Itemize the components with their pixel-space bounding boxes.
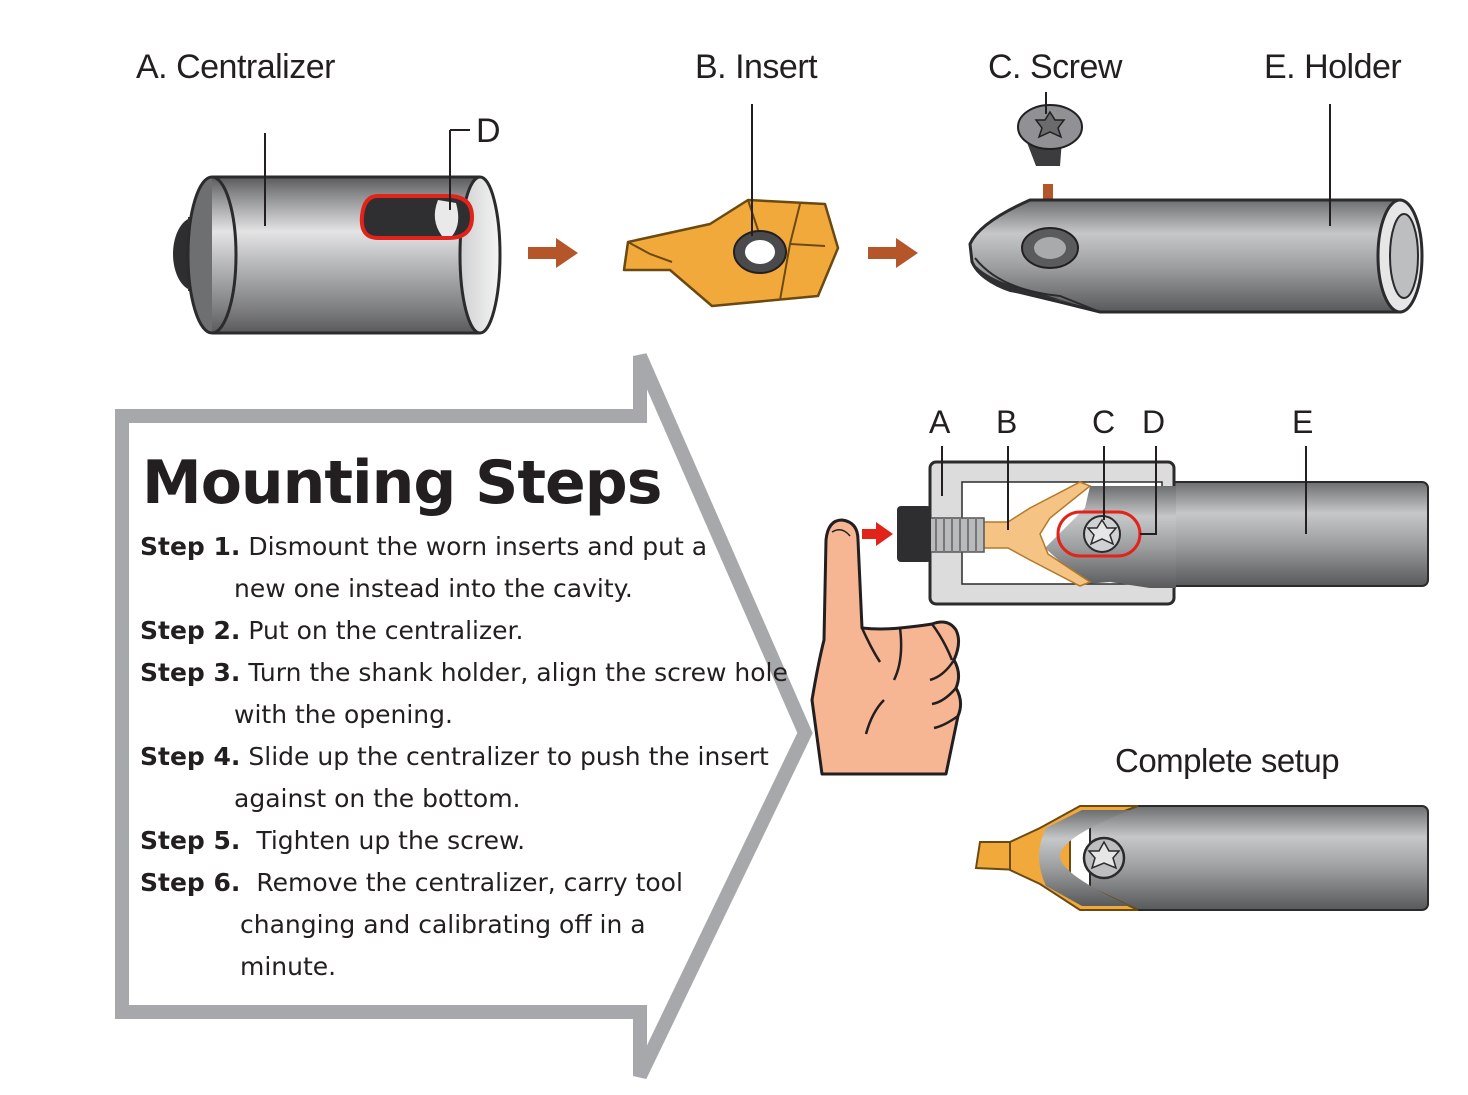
step-4-cont: against on the bottom. <box>140 778 800 820</box>
step-line: Put on the centralizer. <box>248 616 524 645</box>
step-number: Step 4. <box>140 742 241 771</box>
step-3-cont: with the opening. <box>140 694 800 736</box>
label-slot-d: D <box>476 112 501 150</box>
mounting-steps-title: Mounting Steps <box>142 448 662 518</box>
step-line: Slide up the centralizer to push the ins… <box>248 742 769 771</box>
step-5: Step 5. Tighten up the screw. <box>140 820 800 862</box>
callout-e: E <box>1292 404 1314 440</box>
label-insert: B. Insert <box>695 48 818 86</box>
step-1: Step 1. Dismount the worn inserts and pu… <box>140 526 800 568</box>
assembly-drawing <box>862 446 1429 606</box>
flow-arrow-1 <box>528 238 578 268</box>
step-number: Step 2. <box>140 616 241 645</box>
step-number: Step 5. <box>140 826 241 855</box>
steps-frame-arrow <box>115 353 813 1080</box>
callout-b: B <box>996 404 1018 440</box>
step-line: Tighten up the screw. <box>248 826 526 855</box>
complete-setup-drawing <box>974 805 1429 911</box>
step-3: Step 3. Turn the shank holder, align the… <box>140 652 800 694</box>
step-line: with the opening. <box>234 700 453 729</box>
step-1-cont: new one instead into the cavity. <box>140 568 800 610</box>
step-number: Step 6. <box>140 868 241 897</box>
mounting-steps-list: Step 1. Dismount the worn inserts and pu… <box>140 526 800 988</box>
step-number: Step 1. <box>140 532 241 561</box>
insert-drawing <box>622 104 840 308</box>
hand-illustration <box>810 518 963 776</box>
callout-a: A <box>929 404 951 440</box>
label-screw: C. Screw <box>988 48 1122 86</box>
step-4: Step 4. Slide up the centralizer to push… <box>140 736 800 778</box>
step-number: Step 3. <box>140 658 241 687</box>
step-6-cont-2: minute. <box>140 946 800 988</box>
step-line: against on the bottom. <box>234 784 521 813</box>
label-holder: E. Holder <box>1264 48 1402 86</box>
step-6: Step 6. Remove the centralizer, carry to… <box>140 862 800 904</box>
step-line: Dismount the worn inserts and put a <box>248 532 708 561</box>
complete-setup-label: Complete setup <box>1115 742 1340 779</box>
step-line: Remove the centralizer, carry tool <box>248 868 683 897</box>
step-2: Step 2. Put on the centralizer. <box>140 610 800 652</box>
label-centralizer: A. Centralizer <box>136 48 335 86</box>
callout-d: D <box>1142 404 1166 440</box>
centralizer-drawing <box>173 129 502 335</box>
step-6-cont: changing and calibrating off in a <box>140 904 800 946</box>
holder-drawing <box>968 104 1424 314</box>
flow-arrow-2 <box>868 238 918 268</box>
step-line: minute. <box>240 952 337 981</box>
step-line: new one instead into the cavity. <box>234 574 633 603</box>
step-line: changing and calibrating off in a <box>240 910 646 939</box>
callout-c: C <box>1092 404 1116 440</box>
step-line: Turn the shank holder, align the screw h… <box>248 658 788 687</box>
